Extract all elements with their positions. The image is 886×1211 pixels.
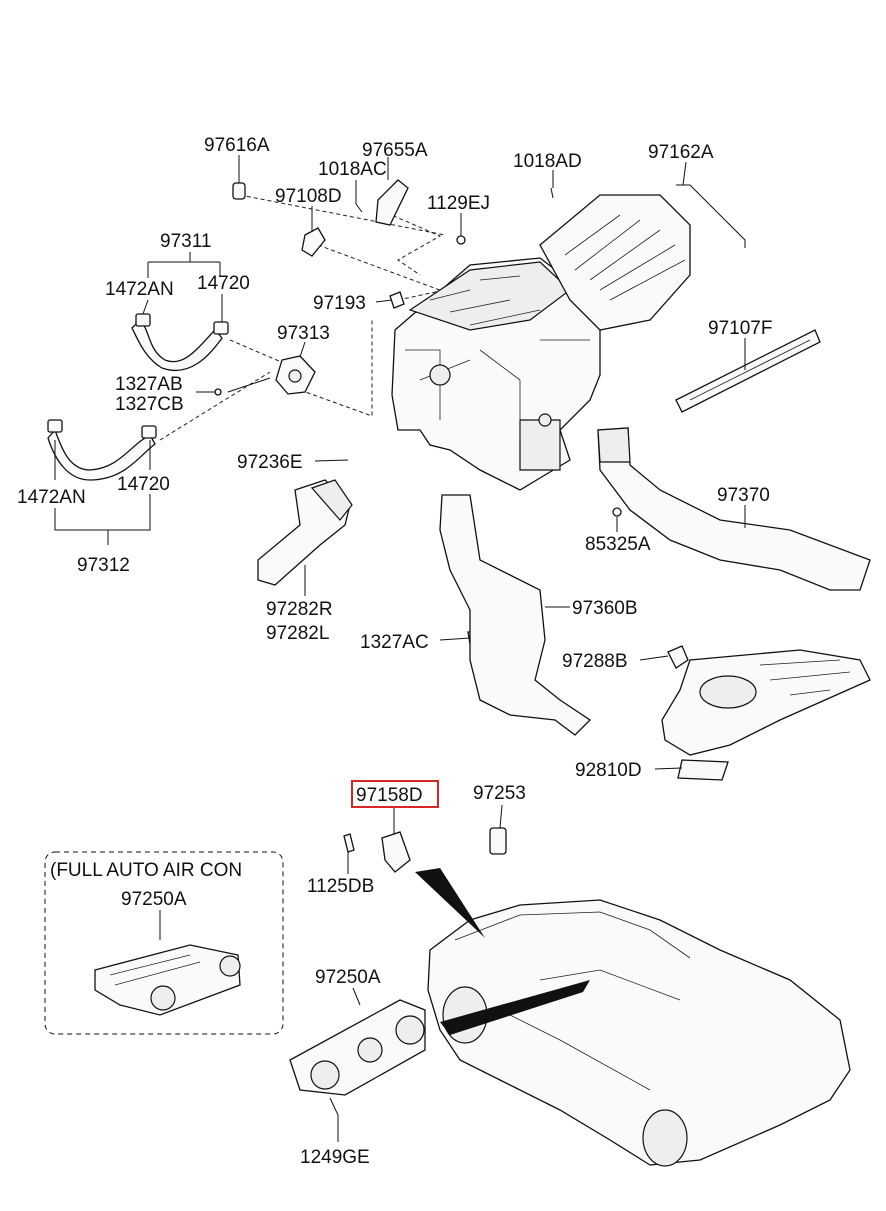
- label-97282L[interactable]: 97282L: [266, 623, 329, 644]
- label-97193[interactable]: 97193: [313, 293, 366, 314]
- leader-lines: [54, 155, 746, 1142]
- label-1249GE[interactable]: 1249GE: [300, 1147, 370, 1168]
- label-85325A[interactable]: 85325A: [585, 534, 651, 555]
- highlight-box: [351, 780, 439, 808]
- label-97282R[interactable]: 97282R: [266, 599, 333, 620]
- label-1125DB[interactable]: 1125DB: [307, 876, 374, 897]
- label-97108D[interactable]: 97108D: [275, 186, 342, 207]
- label-97162A[interactable]: 97162A: [648, 142, 714, 163]
- floor-assembly-illustration: [661, 645, 871, 781]
- label-1472AN-upper[interactable]: 1472AN: [105, 279, 174, 300]
- label-97253[interactable]: 97253: [473, 783, 526, 804]
- blower-resistor-illustration: [343, 827, 507, 873]
- label-1472AN-lower[interactable]: 1472AN: [17, 487, 86, 508]
- label-1018AD[interactable]: 1018AD: [513, 151, 582, 172]
- label-97370[interactable]: 97370: [717, 485, 770, 506]
- label-97236E[interactable]: 97236E: [237, 452, 303, 473]
- hvac-unit-illustration: [391, 194, 691, 491]
- label-14720-lower[interactable]: 14720: [117, 474, 170, 495]
- label-97288B[interactable]: 97288B: [562, 651, 628, 672]
- duct-illustrations: [257, 329, 871, 736]
- label-97616A[interactable]: 97616A: [204, 135, 270, 156]
- label-1327CB[interactable]: 1327CB: [115, 394, 184, 415]
- label-full-auto-air-con: (FULL AUTO AIR CON: [50, 860, 242, 881]
- label-97107F[interactable]: 97107F: [708, 318, 772, 339]
- label-97312[interactable]: 97312: [77, 555, 130, 576]
- label-97360B[interactable]: 97360B: [572, 598, 638, 619]
- label-97250A[interactable]: 97250A: [315, 967, 381, 988]
- label-97655A[interactable]: 97655A: [362, 140, 428, 161]
- hardware-illustrations: [214, 179, 746, 645]
- label-97311[interactable]: 97311: [160, 231, 211, 252]
- label-1327AC[interactable]: 1327AC: [360, 632, 429, 653]
- label-97158D[interactable]: 97158D: [356, 785, 423, 806]
- label-1327AB[interactable]: 1327AB: [115, 374, 183, 395]
- heater-hose-illustrations: [47, 313, 316, 481]
- label-97313[interactable]: 97313: [277, 323, 330, 344]
- label-92810D[interactable]: 92810D: [575, 760, 642, 781]
- label-97250A-option[interactable]: 97250A: [121, 889, 187, 910]
- label-1018AC[interactable]: 1018AC: [318, 159, 387, 180]
- vehicle-location-illustration: [415, 868, 851, 1167]
- label-14720-upper[interactable]: 14720: [197, 273, 250, 294]
- climate-control-panel-illustration: [289, 999, 426, 1116]
- part-labels: 97616A 97655A 1018AC 97108D 1018AD 97162…: [17, 135, 772, 1168]
- label-1129EJ[interactable]: 1129EJ: [427, 193, 490, 214]
- full-auto-option-box: [44, 851, 284, 1035]
